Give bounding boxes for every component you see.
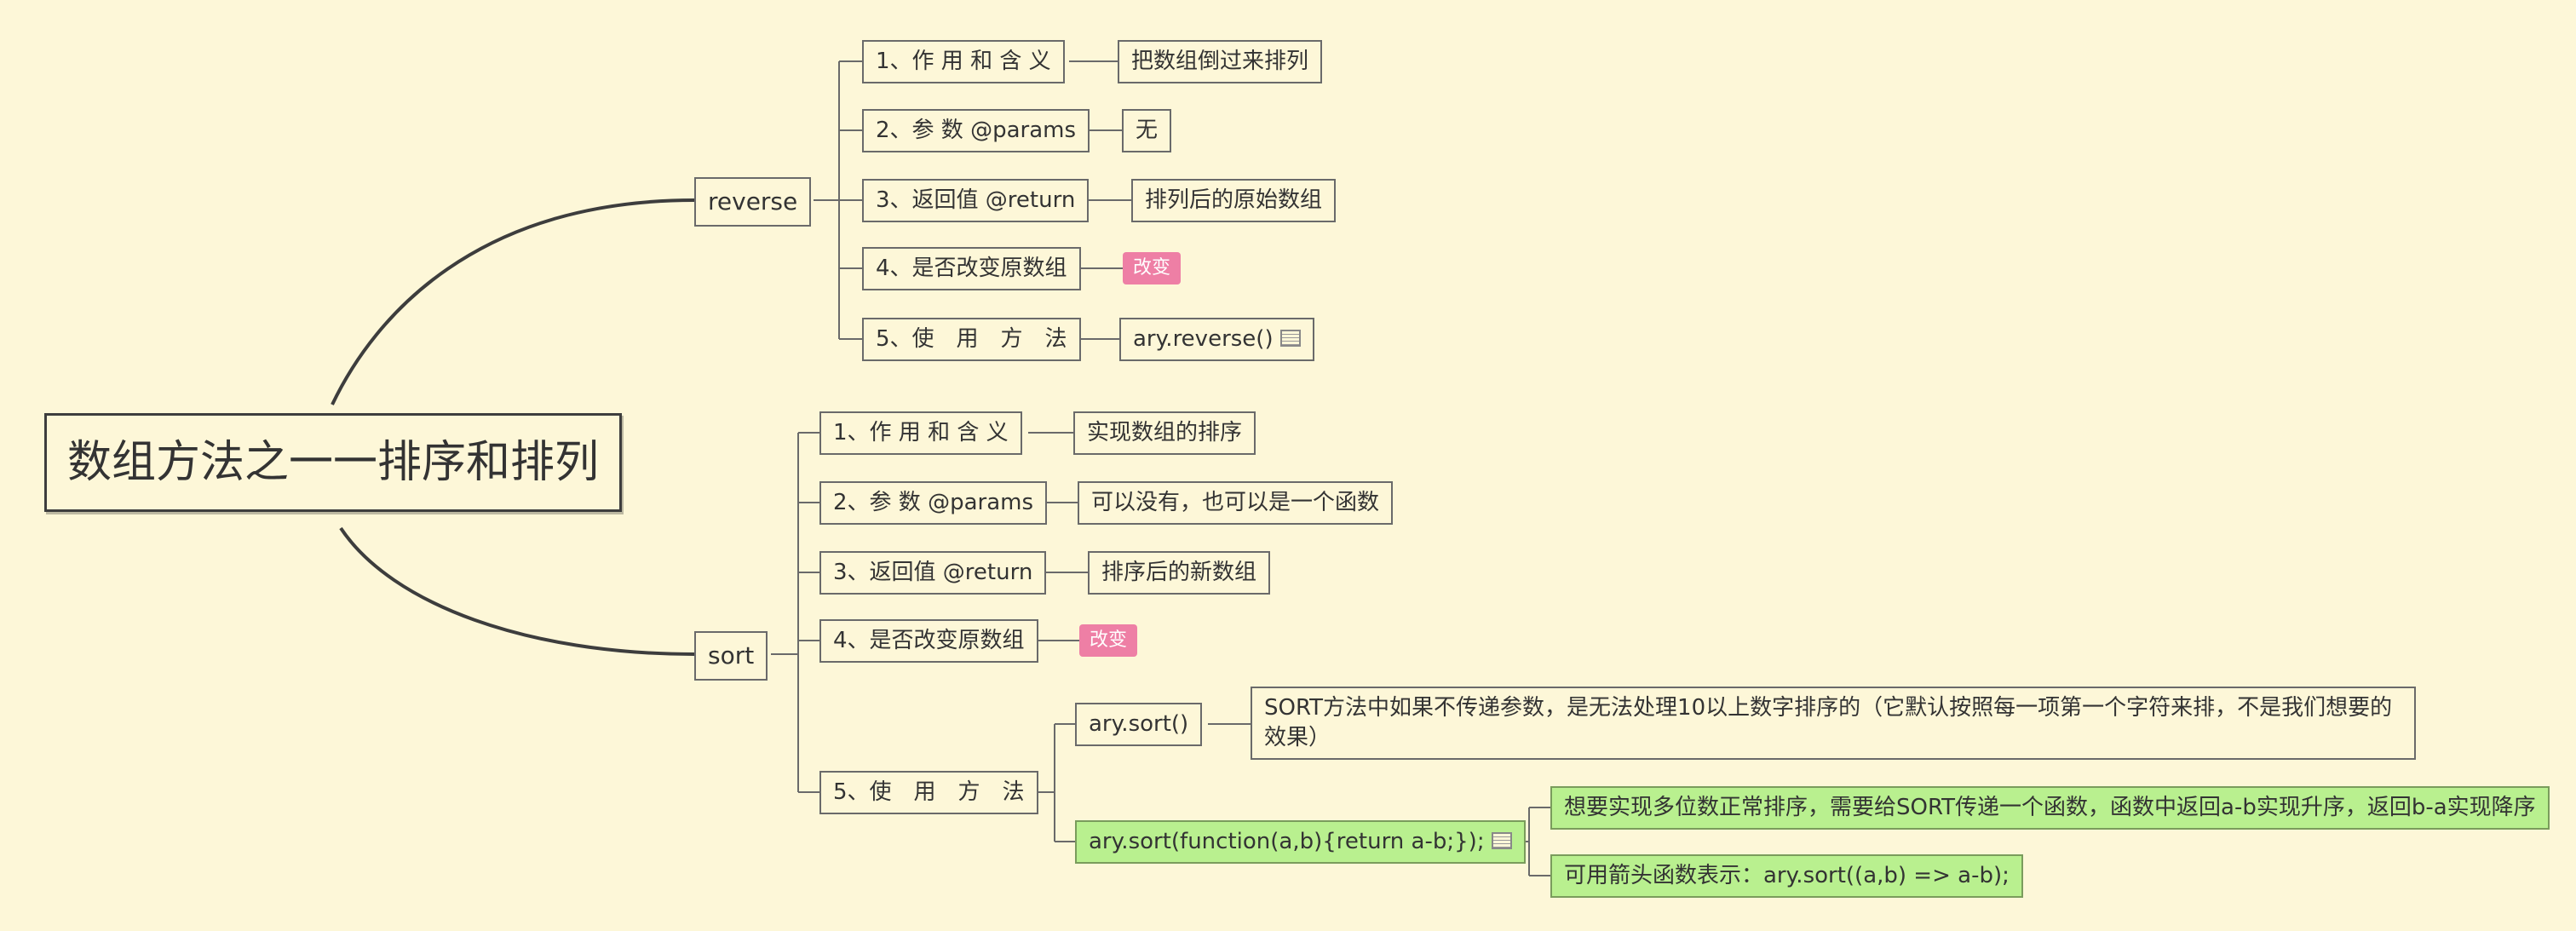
reverse-item-meaning-value[interactable]: 把数组倒过来排列	[1118, 40, 1323, 84]
sort-item-params-value[interactable]: 可以没有，也可以是一个函数	[1078, 481, 1394, 526]
note-icon[interactable]	[1279, 330, 1301, 347]
root-topic[interactable]: 数组方法之一一排序和排列	[44, 413, 623, 513]
sort-usage-default[interactable]: ary.sort()	[1075, 703, 1203, 747]
sort-comparator-code: ary.sort(function(a,b){return a-b;});	[1089, 829, 1485, 854]
sort-mutates-tag[interactable]: 改变	[1079, 624, 1138, 657]
note-icon[interactable]	[1491, 832, 1512, 849]
reverse-item-usage-value[interactable]: ary.reverse()	[1119, 318, 1314, 362]
branch-reverse[interactable]: reverse	[694, 177, 812, 227]
reverse-item-params-value[interactable]: 无	[1122, 109, 1172, 153]
sort-usage-comparator[interactable]: ary.sort(function(a,b){return a-b;});	[1075, 820, 1526, 865]
root-to-sort-link	[339, 526, 695, 656]
sort-item-mutates[interactable]: 4、是否改变原数组	[819, 619, 1038, 664]
sort-item-return-value[interactable]: 排序后的新数组	[1088, 551, 1271, 595]
reverse-item-usage[interactable]: 5、使 用 方 法	[862, 318, 1081, 362]
sort-usage-default-note[interactable]: SORT方法中如果不传递参数，是无法处理10以上数字排序的（它默认按照每一项第一…	[1251, 687, 2416, 761]
sort-item-usage[interactable]: 5、使 用 方 法	[819, 771, 1038, 815]
sort-item-return[interactable]: 3、返回值 @return	[819, 551, 1047, 595]
reverse-mutates-tag[interactable]: 改变	[1123, 252, 1182, 284]
reverse-item-meaning[interactable]: 1、作 用 和 含 义	[862, 40, 1065, 84]
sort-item-meaning[interactable]: 1、作 用 和 含 义	[819, 411, 1022, 456]
sort-comparator-note-1[interactable]: 想要实现多位数正常排序，需要给SORT传递一个函数，函数中返回a-b实现升序，返…	[1550, 786, 2550, 830]
reverse-item-return-value[interactable]: 排列后的原始数组	[1131, 179, 1337, 223]
sort-comparator-note-2[interactable]: 可用箭头函数表示：ary.sort((a,b) => a-b);	[1550, 854, 2023, 899]
reverse-item-params[interactable]: 2、参 数 @params	[862, 109, 1090, 153]
reverse-item-mutates[interactable]: 4、是否改变原数组	[862, 247, 1081, 291]
sort-item-meaning-value[interactable]: 实现数组的排序	[1073, 411, 1256, 456]
branch-sort[interactable]: sort	[694, 631, 768, 681]
root-to-reverse-link	[331, 198, 695, 405]
reverse-item-return[interactable]: 3、返回值 @return	[862, 179, 1090, 223]
sort-item-params[interactable]: 2、参 数 @params	[819, 481, 1048, 526]
reverse-usage-code: ary.reverse()	[1133, 326, 1274, 352]
